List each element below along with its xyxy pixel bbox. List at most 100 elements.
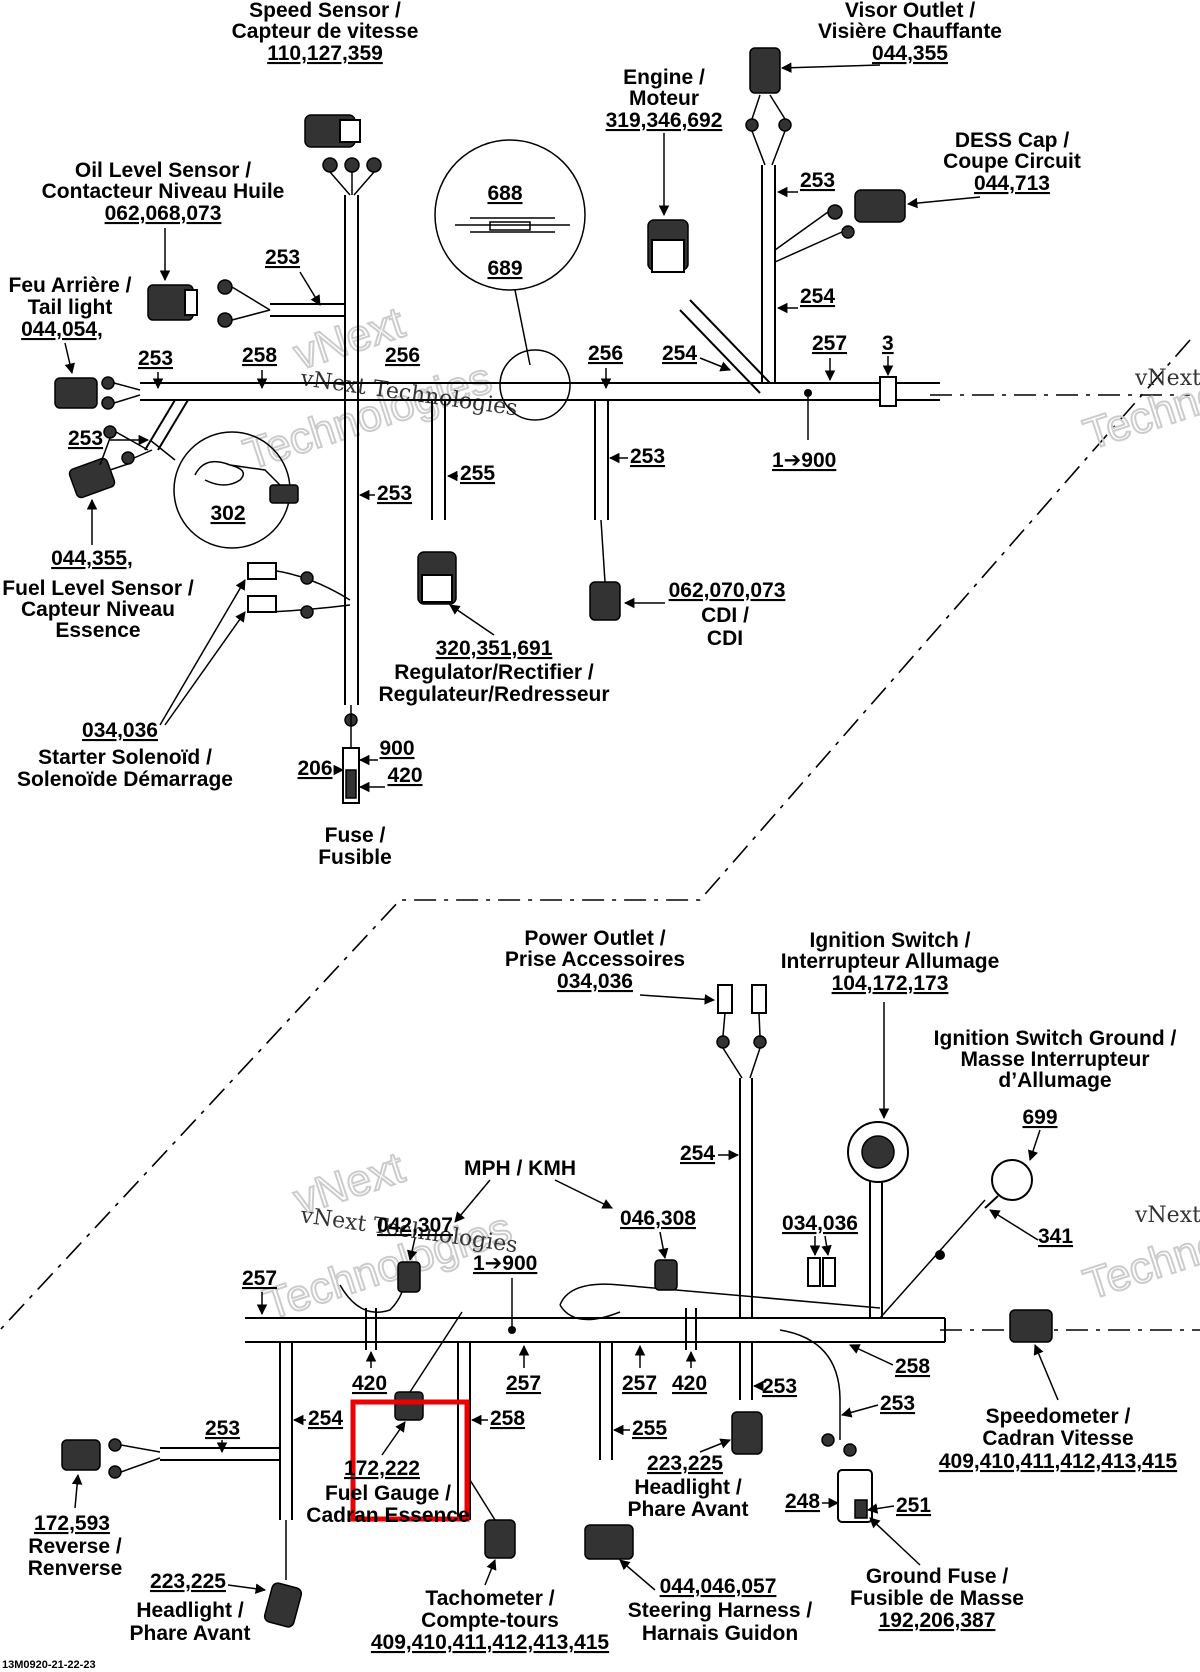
speedometer-label-fr: Cadran Vitesse	[982, 1427, 1133, 1450]
fuel-level-label-fr: Capteur Niveau	[21, 598, 175, 621]
fuel-gauge-connector[interactable]	[394, 1391, 424, 1421]
speed-sensor-ref: 110,127,359	[267, 42, 383, 65]
fuse-ref-206: 206	[297, 757, 332, 780]
starter-terminal	[247, 562, 277, 580]
ignition-ground-terminal[interactable]	[984, 1159, 1033, 1209]
cdi-connector[interactable]	[589, 581, 621, 621]
wire-257: 257	[242, 1267, 277, 1290]
starter-label-fr: Solenoïde Démarrage	[17, 768, 233, 791]
wire-253: 253	[880, 1392, 915, 1415]
wire-258: 258	[895, 1355, 930, 1378]
ground-fuse-label: Ground Fuse /	[866, 1565, 1009, 1588]
reverse-connector[interactable]	[61, 1439, 101, 1471]
wire-258: 258	[490, 1407, 525, 1430]
speed-sensor-connector[interactable]	[304, 114, 361, 148]
accessory-terminal[interactable]	[822, 1257, 836, 1287]
cdi-lead	[600, 519, 606, 583]
tail-light-label-fr: Feu Arrière /	[9, 274, 132, 297]
detail-line	[514, 289, 531, 366]
drop-tach	[457, 1342, 471, 1520]
fuel-level-sensor-connector[interactable]	[68, 457, 116, 499]
watermark-big: Technologies	[1078, 334, 1200, 460]
terminal	[101, 396, 115, 410]
dess-cap-connector[interactable]	[854, 189, 906, 223]
tail-light-ref: 044,054,	[21, 318, 103, 341]
wire-253: 253	[377, 482, 412, 505]
watermark-big: Technologies	[238, 354, 497, 480]
power-outlet-terminal[interactable]	[717, 984, 733, 1014]
tachometer-label: Tachometer /	[425, 1587, 554, 1610]
highlight-box	[350, 1399, 470, 1522]
tach-lead	[469, 1479, 496, 1521]
leader	[1028, 1129, 1041, 1161]
fuse-label-fr: Fusible	[318, 846, 392, 869]
ground-fuse-holder[interactable]	[837, 1469, 873, 1523]
leader	[699, 1438, 731, 1453]
leader	[381, 1421, 406, 1456]
headlight-connector-left[interactable]	[263, 1582, 303, 1628]
engine-connector[interactable]	[647, 219, 689, 273]
leader	[406, 1237, 418, 1262]
oil-branch	[270, 303, 345, 317]
regulator-rectifier-connector[interactable]	[417, 551, 457, 605]
drop-253	[739, 1342, 753, 1400]
reverse-label-fr: Renverse	[28, 1557, 123, 1580]
right-riser	[761, 165, 776, 383]
leader	[71, 1473, 83, 1509]
dess-cap-label-fr: Coupe Circuit	[943, 150, 1081, 173]
leader	[164, 611, 246, 726]
oil-level-label: Oil Level Sensor /	[75, 159, 251, 182]
wire-254: 254	[800, 285, 835, 308]
leader	[484, 1559, 497, 1586]
starter-terminal	[247, 595, 277, 613]
mph-connector-right[interactable]	[654, 1259, 678, 1291]
leader	[64, 342, 75, 375]
wire-254: 254	[308, 1407, 343, 1430]
wire-253: 253	[265, 246, 300, 269]
fuel-leads	[99, 431, 153, 471]
wire-256: 256	[588, 342, 623, 365]
main-harness-bottom	[245, 1317, 946, 1343]
cdi-drop	[594, 400, 609, 520]
ignition-ground-label-fr: Masse Interrupteur	[960, 1048, 1149, 1071]
tachometer-connector[interactable]	[484, 1519, 516, 1559]
main-harness-right	[770, 382, 940, 401]
regulator-ref: 320,351,691	[436, 637, 553, 660]
detail-ring	[499, 349, 571, 421]
engine-wire	[679, 299, 771, 394]
ignition-switch-label-fr: Interrupteur Allumage	[781, 950, 1000, 973]
wire-253: 253	[68, 427, 103, 450]
drop-420a	[365, 1308, 377, 1350]
terminal	[217, 279, 233, 295]
visor-outlet-ref: 044,355	[872, 42, 948, 65]
visor-outlet-connector[interactable]	[749, 47, 781, 94]
accessory-terminal[interactable]	[807, 1257, 821, 1287]
steering-ref: 044,046,057	[660, 1575, 777, 1598]
regulator-label-fr: Regulateur/Redresseur	[378, 683, 609, 706]
terminal	[103, 425, 117, 439]
detail-ref-688: 688	[487, 182, 522, 205]
detail-ref-302: 302	[210, 502, 245, 525]
leader	[840, 1404, 879, 1418]
engine-label-fr: Moteur	[629, 87, 699, 110]
leader	[159, 579, 246, 726]
fuel-branch	[144, 399, 189, 451]
tail-light-connector[interactable]	[54, 377, 98, 409]
speedometer-connector[interactable]	[1009, 1309, 1053, 1343]
ignition-switch[interactable]	[847, 1121, 909, 1183]
cdi-label-fr: CDI	[707, 627, 743, 650]
wire-420: 420	[352, 1372, 387, 1395]
terminal	[101, 376, 115, 390]
fuel-gauge-ref: 172,222	[344, 1457, 420, 1480]
power-outlet-terminal[interactable]	[751, 984, 767, 1014]
visor-leads	[751, 94, 786, 166]
visor-outlet-label-fr: Visière Chauffante	[818, 20, 1002, 43]
splice-connector	[269, 484, 299, 504]
steering-harness-connector[interactable]	[584, 1524, 634, 1560]
oil-level-sensor-connector[interactable]	[147, 284, 198, 321]
detail-drawing	[455, 217, 570, 233]
headlight-connector-mid[interactable]	[731, 1411, 763, 1455]
mph-connector-left[interactable]	[397, 1261, 421, 1293]
terminal	[108, 1438, 122, 1452]
